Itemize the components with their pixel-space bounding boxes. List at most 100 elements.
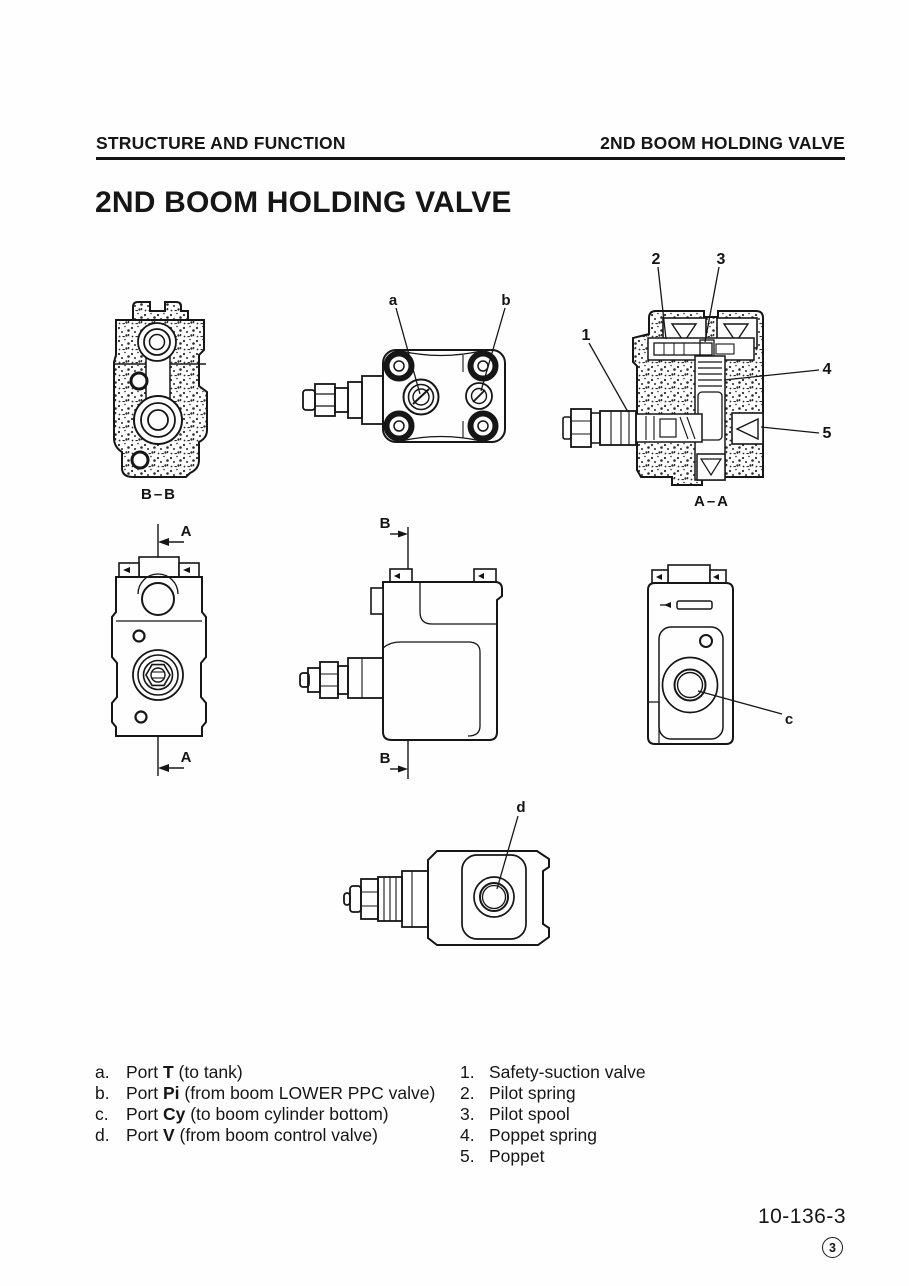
legend-port-item: c. Port Cy (to boom cylinder bottom) bbox=[95, 1104, 445, 1125]
front-center-plug bbox=[132, 649, 184, 701]
port-a-callout-line bbox=[395, 307, 421, 395]
port-c-label: c bbox=[785, 711, 793, 728]
page-title: 2ND BOOM HOLDING VALVE bbox=[95, 186, 512, 219]
side-top-tabs bbox=[389, 568, 497, 583]
side-body-outline bbox=[382, 581, 503, 741]
bb-bolt-hole-upper bbox=[129, 371, 149, 391]
diagram-rear-view: c bbox=[647, 564, 793, 745]
legend-part-item: 1. Safety-suction valve bbox=[460, 1062, 780, 1083]
valve-diagrams: B–B bbox=[111, 251, 832, 946]
aa-callout-lines bbox=[588, 266, 820, 434]
callout-4-label: 4 bbox=[823, 361, 832, 378]
legend-part-item: 3. Pilot spool bbox=[460, 1104, 780, 1125]
legend-parts: 1. Safety-suction valve 2. Pilot spring … bbox=[460, 1062, 780, 1167]
callout-5-label: 5 bbox=[823, 425, 832, 442]
callout-2-label: 2 bbox=[652, 251, 661, 268]
diagram-front-view: A A bbox=[111, 523, 207, 776]
front-bolt-upper bbox=[132, 629, 146, 643]
port-b-label: b bbox=[501, 292, 510, 309]
legend-part-text: Poppet spring bbox=[489, 1125, 597, 1145]
rear-small-hole bbox=[699, 634, 713, 648]
diagram-port-face: a b bbox=[302, 292, 511, 443]
legend-port-item: b. Port Pi (from boom LOWER PPC valve) bbox=[95, 1083, 445, 1104]
legend-part-key: 5. bbox=[460, 1146, 475, 1166]
legend-part-text: Pilot spring bbox=[489, 1083, 576, 1103]
front-body-outline bbox=[111, 576, 207, 737]
sheet-number: 3 bbox=[829, 1240, 836, 1255]
bottom-body-outline bbox=[427, 850, 550, 946]
rear-boss-panel bbox=[658, 626, 724, 740]
marker-a-bottom-label: A bbox=[181, 749, 192, 766]
bb-bolt-hole-lower bbox=[130, 450, 150, 470]
page-number: 10-136-3 bbox=[757, 1205, 846, 1228]
rear-slot bbox=[676, 600, 713, 610]
marker-b-top-label: B bbox=[380, 515, 391, 532]
legend-port-key: c. bbox=[95, 1104, 109, 1124]
legend-port-text: Port V (from boom control valve) bbox=[126, 1125, 378, 1145]
diagram-side-view: B B bbox=[299, 515, 503, 779]
bb-section-label: B–B bbox=[141, 486, 177, 503]
port-a-opening bbox=[402, 378, 440, 416]
legend-port-key: b. bbox=[95, 1083, 110, 1103]
header-rule bbox=[96, 157, 845, 160]
page-header: STRUCTURE AND FUNCTION 2ND BOOM HOLDING … bbox=[96, 133, 845, 154]
side-top-left-boss bbox=[370, 587, 384, 615]
rear-body-outline bbox=[647, 582, 734, 745]
front-bolt-lower bbox=[134, 710, 148, 724]
header-section-title: STRUCTURE AND FUNCTION bbox=[96, 133, 346, 153]
rear-top-tabs bbox=[651, 564, 727, 584]
callout-3-label: 3 bbox=[717, 251, 726, 268]
header-topic-title: 2ND BOOM HOLDING VALVE bbox=[600, 133, 845, 153]
legend-part-key: 3. bbox=[460, 1104, 475, 1124]
port-b-callout-line bbox=[480, 307, 506, 392]
legend-part-key: 2. bbox=[460, 1083, 475, 1103]
aa-poppet-seat bbox=[731, 412, 764, 445]
bottom-boss-panel bbox=[461, 854, 527, 940]
legend-part-text: Safety-suction valve bbox=[489, 1062, 646, 1082]
diagram-section-bb: B–B bbox=[113, 301, 208, 503]
legend-part-item: 2. Pilot spring bbox=[460, 1083, 780, 1104]
front-marker-a-bottom bbox=[158, 764, 184, 772]
aa-suction-valve bbox=[562, 408, 703, 448]
legend-port-text: Port Pi (from boom LOWER PPC valve) bbox=[126, 1083, 436, 1103]
port-d-callout-line bbox=[496, 815, 519, 890]
front-marker-a-top bbox=[158, 538, 184, 546]
marker-a-top-label: A bbox=[181, 523, 192, 540]
legend-port-text: Port Cy (to boom cylinder bottom) bbox=[126, 1104, 389, 1124]
legend-part-item: 4. Poppet spring bbox=[460, 1125, 780, 1146]
port-c-opening bbox=[661, 656, 719, 714]
legend-port-key: a. bbox=[95, 1062, 110, 1082]
diagram-section-aa: 1 2 3 4 5 A–A bbox=[562, 251, 832, 510]
legend-part-text: Poppet bbox=[489, 1146, 545, 1166]
legend-ports: a. Port T (to tank) b. Port Pi (from boo… bbox=[95, 1062, 445, 1146]
port-d-label: d bbox=[516, 799, 525, 816]
port-b-opening bbox=[465, 382, 493, 410]
legend-part-key: 4. bbox=[460, 1125, 475, 1145]
port-c-callout-line bbox=[697, 690, 783, 715]
aa-section-label: A–A bbox=[694, 493, 730, 510]
aa-bottom-seat bbox=[696, 453, 726, 481]
port-d-opening bbox=[473, 876, 515, 918]
legend-port-item: d. Port V (from boom control valve) bbox=[95, 1125, 445, 1146]
port-face-bolts bbox=[383, 350, 499, 442]
front-upper-plug bbox=[137, 573, 179, 616]
legend-port-key: d. bbox=[95, 1125, 110, 1145]
legend-part-item: 5. Poppet bbox=[460, 1146, 780, 1167]
side-marker-b-top bbox=[390, 530, 408, 538]
callout-1-label: 1 bbox=[582, 327, 591, 344]
bb-main-port bbox=[133, 395, 183, 445]
legend-port-text: Port T (to tank) bbox=[126, 1062, 243, 1082]
legend-part-text: Pilot spool bbox=[489, 1104, 570, 1124]
port-face-fitting bbox=[302, 375, 384, 425]
bb-upper-port bbox=[137, 322, 177, 362]
legend-port-item: a. Port T (to tank) bbox=[95, 1062, 445, 1083]
bottom-fitting bbox=[343, 870, 429, 928]
bb-cap bbox=[132, 301, 189, 321]
sheet-number-badge: 3 bbox=[822, 1237, 843, 1258]
rear-slot-arrow bbox=[660, 602, 671, 608]
side-marker-b-bottom bbox=[390, 765, 408, 773]
port-a-label: a bbox=[389, 292, 398, 309]
side-fitting bbox=[299, 657, 384, 699]
diagram-bottom-view: d bbox=[343, 799, 550, 946]
